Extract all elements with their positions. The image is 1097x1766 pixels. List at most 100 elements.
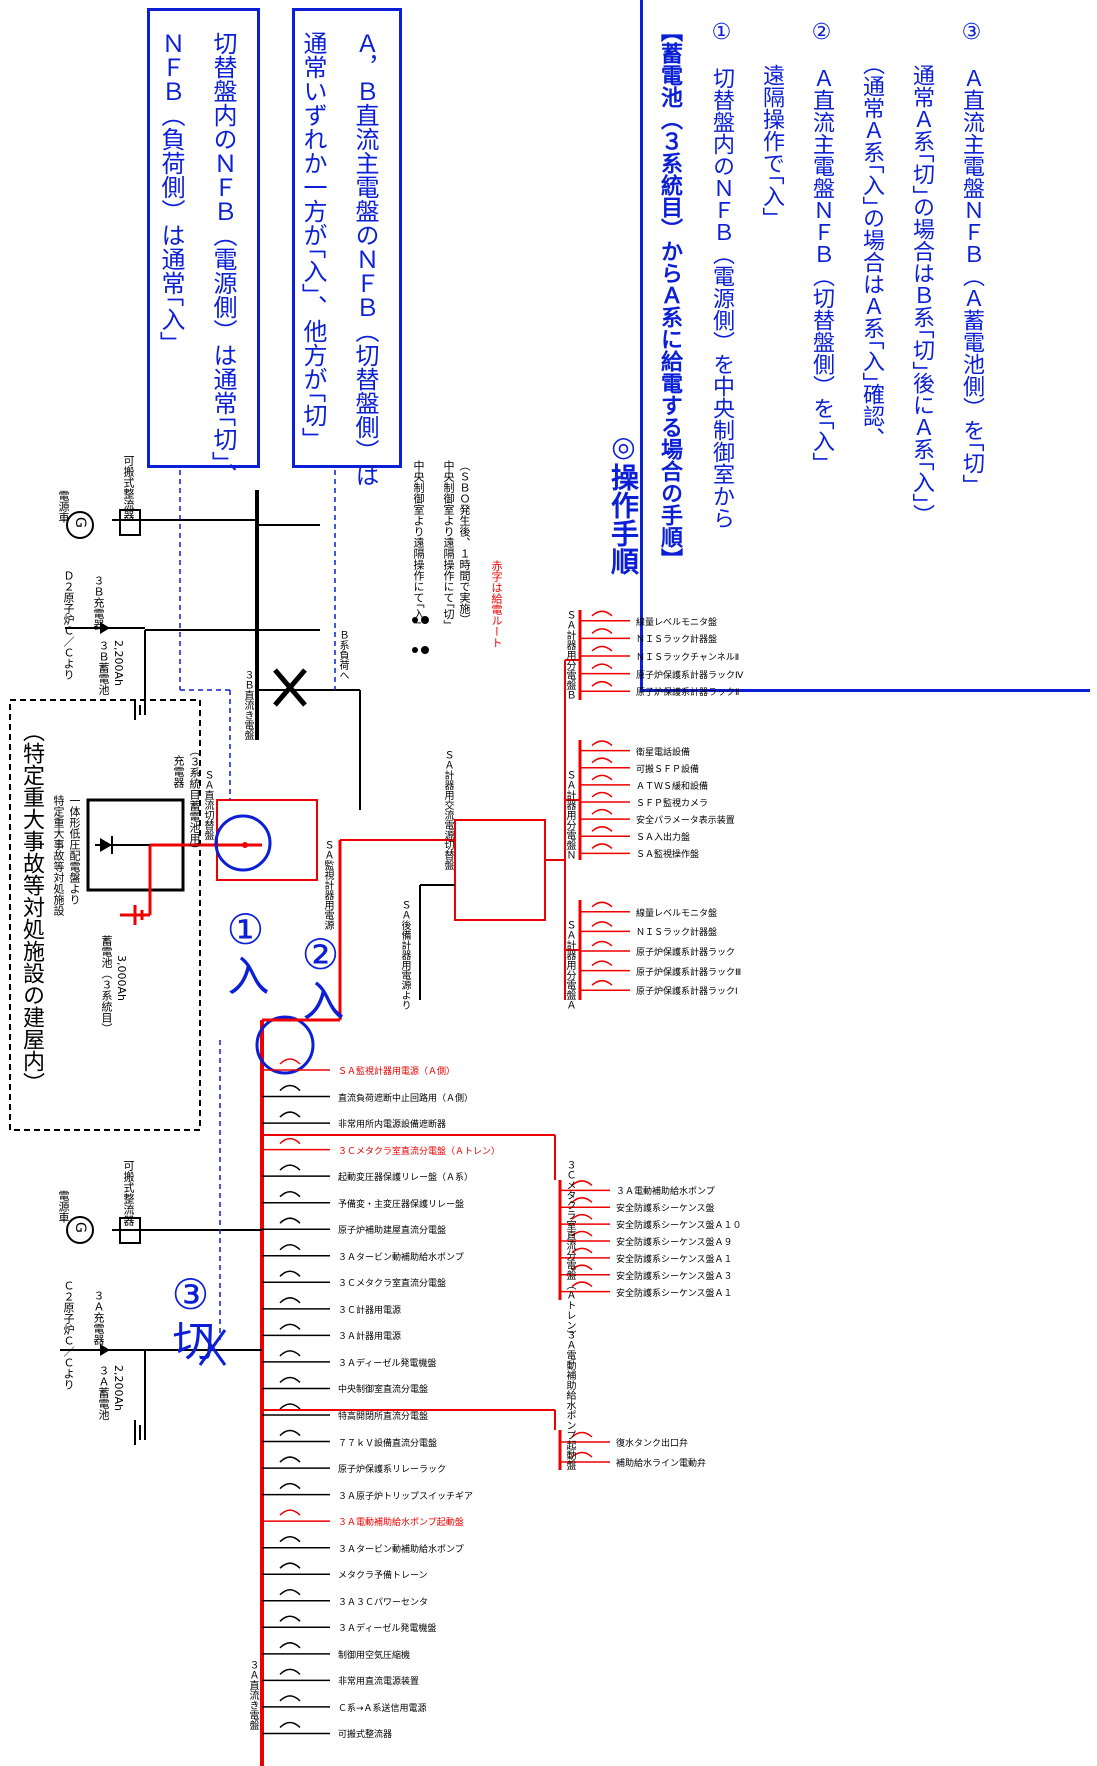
c-dist-load-label: 安全防護系シーケンス盤Ａ１ xyxy=(616,1288,733,1299)
breaker-symbol xyxy=(279,1429,301,1437)
portable-rect-a: 可搬式整流器 xyxy=(122,1160,135,1226)
b-batt-label: ３Ｂ蓄電池 xyxy=(97,640,110,695)
breaker-symbol xyxy=(591,757,613,764)
panel-n-load-label: ＳＦＰ監視カメラ xyxy=(636,799,709,809)
breaker-symbol xyxy=(591,645,613,652)
sa-charger-label2: （３系統目蓄電池用） xyxy=(188,745,201,855)
breaker-symbol xyxy=(279,1695,301,1702)
panel-n-load-label: ＡＴＷＳ緩和設備 xyxy=(636,781,709,792)
breaker-symbol xyxy=(591,843,613,850)
procedure-subtitle: 【蓄電池（３系統目）からＡ系に給電する場合の手順】 xyxy=(657,20,682,570)
c-dist-load-label: 安全防護系シーケンス盤Ａ３ xyxy=(616,1271,733,1282)
breaker-symbol xyxy=(279,1721,301,1729)
breaker-symbol xyxy=(279,1403,301,1410)
pump-panel-label: ３Ａ電動補助給水ポンプ起動盤 xyxy=(564,1330,575,1470)
b-load-label: Ｂ系負荷へ xyxy=(337,630,348,680)
breaker-symbol xyxy=(279,1535,301,1543)
panel-b-load-label: 原子炉保護系計器ラックⅣ xyxy=(636,670,744,681)
legend-2: 中央制御室より遠隔操作にて｢切｣ xyxy=(442,460,455,625)
breaker-symbol xyxy=(279,1509,301,1516)
breaker-symbol xyxy=(591,610,613,617)
breaker-symbol xyxy=(591,663,613,670)
panel-b-load-label: ＮＩＳラックチャンネルⅡ xyxy=(636,653,740,663)
breaker-symbol xyxy=(591,960,613,967)
breaker-symbol xyxy=(279,1217,301,1224)
a-load-label: ３Ａディーゼル発電機盤 xyxy=(338,1624,437,1635)
a-load-label: 非常用直流電源装置 xyxy=(338,1677,420,1688)
panel-n-load-label: 可搬ＳＦＰ設備 xyxy=(636,764,700,775)
note-box-2: Ａ，Ｂ直流主電盤のＮＦＢ（切替盤側）は 通常いずれか一方が｢入｣、他方が｢切｣ xyxy=(292,8,402,487)
sa-charger-label: 充電器 xyxy=(172,755,185,788)
c-dist-load-label: ３Ａ電動補助給水ポンプ xyxy=(616,1187,715,1198)
legend-3: 赤字は給電ルート xyxy=(490,560,503,648)
procedure-step-1: ① 切替盤内のＮＦＢ（電源側）を中央制御室から xyxy=(709,20,734,529)
a-load-label: ３Ａ計器用電源 xyxy=(338,1332,402,1343)
d2-feed-label: Ｄ２原子炉Ｃ／Ｃより xyxy=(62,570,75,680)
c-dist-label: ３Ｃメタクラ室直流分電盤（Ａトレン） xyxy=(564,1160,575,1340)
a-main-label: ３Ａ直流き電盤 xyxy=(247,1660,258,1730)
breaker-symbol xyxy=(279,1482,301,1490)
legend-2b: （ＳＢＯ発生後、１時間で実施） xyxy=(458,460,471,625)
breaker-symbol xyxy=(279,1270,301,1277)
breaker-symbol xyxy=(591,901,613,908)
breaker-symbol xyxy=(571,1213,593,1220)
breaker-symbol xyxy=(571,1451,593,1458)
c2-feed-label: Ｃ２原子炉Ｃ／Ｃより xyxy=(62,1280,75,1390)
panel-b-load-label: ＮＩＳラック計器盤 xyxy=(636,635,718,646)
note-box-1: 切替盤内のＮＦＢ（電源側）は通常｢切｣、 ＮＦＢ（負荷側）は通常｢入｣ xyxy=(147,8,260,487)
breaker-symbol xyxy=(591,740,613,747)
breaker-symbol xyxy=(571,1197,593,1203)
a-load-label: Ｃ系→Ａ系送信用電源 xyxy=(338,1703,427,1714)
c-dist-load-label: 安全防護系シーケンス盤Ａ１ xyxy=(616,1254,733,1265)
panel-b-load-label: 原子炉保護系計器ラックⅡ xyxy=(636,688,740,699)
pump-load-label: 補助給水ライン電動弁 xyxy=(616,1459,707,1469)
step2-label: ②入 xyxy=(296,930,345,1021)
a-load-label: 特高開閉所直流分電盤 xyxy=(338,1412,429,1422)
sa-ac-sw-label: ＳＡ計器用交流電源切替盤 xyxy=(442,750,453,870)
panel-n-label: ＳＡ計器用分電盤Ｎ xyxy=(564,770,575,860)
a-load-label: ３Ａ３Ｃパワーセンタ xyxy=(338,1597,429,1608)
breaker-symbol xyxy=(279,1562,301,1569)
note1-line2: ＮＦＢ（負荷側）は通常｢入｣ xyxy=(157,31,185,343)
b-charger-label: ３Ｂ充電器 xyxy=(92,575,105,630)
breaker-symbol xyxy=(591,808,613,815)
breaker-symbol xyxy=(279,1642,301,1649)
a-load-label: 予備変・主変圧器保護リレー盤 xyxy=(338,1199,465,1210)
portable-rect-b: 可搬式整流器 xyxy=(122,455,135,521)
panel-n-load-label: ＳＡ入出力盤 xyxy=(636,833,691,844)
a-load-label: 制御用空気圧縮機 xyxy=(338,1650,411,1661)
breaker-symbol xyxy=(591,979,613,986)
note2-line1: Ａ，Ｂ直流主電盤のＮＦＢ（切替盤側）は xyxy=(351,31,379,487)
breaker-symbol xyxy=(279,1589,301,1596)
breaker-symbol xyxy=(591,774,613,781)
sa-meas-label: ＳＡ監視計器用電源 xyxy=(322,840,333,930)
a-load-label: 直流負荷遮断中止回路用（Ａ側） xyxy=(338,1093,474,1104)
a-load-label: メタクラ予備トレーン xyxy=(338,1571,428,1582)
panel-n-load-label: 安全パラメータ表示装置 xyxy=(636,816,735,827)
breaker-symbol xyxy=(571,1230,593,1237)
breaker-symbol xyxy=(279,1297,301,1304)
a-load-label: 起動変圧器保護リレー盤（Ａ系） xyxy=(338,1173,474,1184)
panel-a-load-label: 原子炉保護系計器ラックⅠ xyxy=(636,987,738,998)
panel-a-load-label: 線量レベルモニタ盤 xyxy=(636,908,718,919)
panel-a-load-label: 原子炉保護系計器ラック xyxy=(636,948,736,958)
breaker-symbol xyxy=(571,1281,593,1288)
breaker-symbol xyxy=(279,1164,301,1171)
procedure-panel: ◎操作手順 【蓄電池（３系統目）からＡ系に給電する場合の手順】 ① 切替盤内のＮ… xyxy=(607,0,1090,692)
gen-symbol-b: G xyxy=(72,517,88,528)
b-main-label: ３Ｂ直流き電盤 xyxy=(242,670,253,740)
breaker-symbol xyxy=(591,921,613,927)
a-load-label: ３Ａディーゼル発電機盤 xyxy=(338,1358,437,1369)
a-load-label: ７７ｋＶ設備直流分電盤 xyxy=(338,1438,438,1449)
a-load-label: ３Ａタービン動補助給水ポンプ xyxy=(338,1252,464,1263)
sa-batt-ah: 3,000Ah xyxy=(115,955,128,1001)
gen-symbol-a: G xyxy=(72,1222,88,1233)
breaker-symbol xyxy=(591,826,613,832)
sa-ac-switch-panel xyxy=(454,819,546,921)
sa-feed-label: 特定重大事故等対処施設 xyxy=(52,795,65,916)
procedure-title: ◎操作手順 xyxy=(607,430,640,575)
panel-n-load-label: ＳＡ監視操作盤 xyxy=(636,850,700,861)
breaker-symbol xyxy=(571,1247,593,1254)
step2-mark-circle xyxy=(255,1015,315,1075)
breaker-symbol xyxy=(279,1084,301,1092)
